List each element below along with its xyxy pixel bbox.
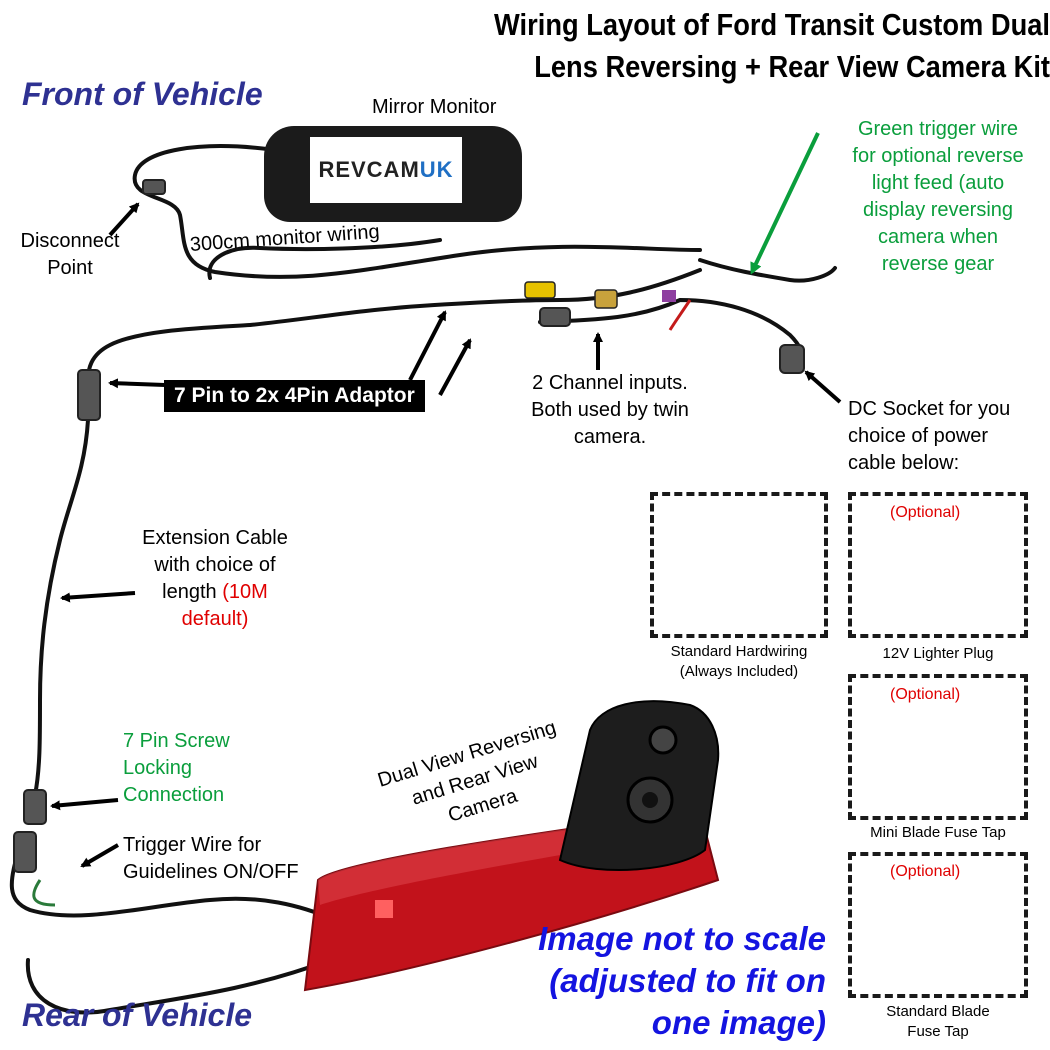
green-trigger-line-5: camera when	[877, 226, 999, 248]
hardwiring-caption-1: Standard Hardwiring	[670, 643, 808, 660]
hardwiring-caption-2: (Always Included)	[679, 663, 799, 680]
channel-inputs-line-1: 2 Channel inputs.	[532, 372, 688, 394]
inline-connector	[539, 307, 571, 327]
dc-socket	[779, 344, 805, 374]
green-trigger-label: Green trigger wire for optional reverse …	[818, 116, 1050, 278]
disconnect-point-label: Disconnect Point	[6, 228, 134, 282]
option-caption-standard-blade: Standard Blade Fuse Tap	[848, 1002, 1028, 1042]
trigger-guidelines-label: Trigger Wire for Guidelines ON/OFF	[123, 832, 299, 886]
option-box-hardwiring	[650, 492, 828, 638]
trigger-guidelines-line-1: Trigger Wire for	[123, 834, 262, 856]
rear-loop	[25, 958, 332, 1015]
disconnect-line-1: Disconnect	[20, 230, 120, 252]
scale-note-line-3: one image)	[651, 1004, 826, 1041]
title-line-1: Wiring Layout of Ford Transit Custom Dua…	[494, 7, 1050, 42]
rca-gold	[594, 289, 618, 309]
monitor-screen: REVCAMUK	[310, 137, 462, 203]
extension-line-3: length (10M	[110, 579, 320, 606]
diagram-title: Wiring Layout of Ford Transit Custom Dua…	[390, 4, 1050, 88]
channel-inputs-label: 2 Channel inputs. Both used by twin came…	[505, 370, 715, 451]
scale-note-line-1: Image not to scale	[538, 920, 826, 957]
dc-socket-line-3: cable below:	[848, 452, 960, 474]
green-trigger-line-2: for optional reverse	[852, 145, 1024, 167]
rear-of-vehicle-label: Rear of Vehicle	[22, 997, 253, 1033]
standard-blade-caption-2: Fuse Tap	[907, 1023, 969, 1040]
extension-default-1: (10M	[222, 581, 268, 603]
standard-blade-caption-1: Standard Blade	[886, 1003, 990, 1020]
screw-lock-label: 7 Pin Screw Locking Connection	[123, 728, 230, 809]
disconnect-line-2: Point	[47, 257, 93, 279]
extension-length-text: length	[162, 581, 217, 603]
rca-yellow	[524, 281, 556, 299]
adaptor-label: 7 Pin to 2x 4Pin Adaptor	[164, 380, 425, 412]
front-of-vehicle-label: Front of Vehicle	[22, 76, 263, 112]
channel-cable	[538, 297, 804, 364]
dc-socket-line-2: choice of power	[848, 425, 989, 447]
monitor-logo: REVCAMUK	[318, 157, 454, 182]
extension-line-2: with choice of	[154, 554, 276, 576]
option-box-mini-blade	[848, 674, 1028, 820]
option-caption-lighter: 12V Lighter Plug	[848, 644, 1028, 664]
screw-lock-connector-top	[23, 789, 47, 825]
channel-inputs-line-2: Both used by twin	[531, 399, 689, 421]
purple-connector	[662, 290, 676, 302]
main-trunk	[248, 268, 702, 327]
extension-cable-label: Extension Cable with choice of length (1…	[110, 525, 320, 633]
option-caption-mini-blade: Mini Blade Fuse Tap	[848, 823, 1028, 843]
green-trigger-line-6: reverse gear	[881, 253, 995, 275]
green-trigger-line-1: Green trigger wire	[857, 118, 1019, 140]
green-trigger-line-4: display reversing	[862, 199, 1014, 221]
screw-lock-line-1: 7 Pin Screw	[123, 730, 230, 752]
screw-lock-connector-bottom	[13, 831, 37, 873]
optional-label-standard-blade: (Optional)	[890, 863, 961, 880]
dc-socket-label: DC Socket for you choice of power cable …	[848, 396, 1048, 477]
option-box-standard-blade	[848, 852, 1028, 998]
adaptor-connector	[77, 369, 101, 421]
optional-label-lighter: (Optional)	[890, 504, 961, 521]
dc-socket-line-1: DC Socket for you	[848, 398, 1011, 420]
optional-label-mini-blade: (Optional)	[890, 686, 961, 703]
camera-cable	[9, 843, 337, 922]
trigger-cable	[698, 258, 837, 283]
disconnect-connector	[142, 179, 166, 195]
extension-default-2: default)	[181, 608, 249, 630]
screw-lock-line-3: Connection	[123, 784, 225, 806]
option-caption-hardwiring: Standard Hardwiring (Always Included)	[640, 642, 838, 682]
extension-cable	[33, 418, 90, 797]
scale-note: Image not to scale (adjusted to fit on o…	[470, 918, 826, 1044]
option-box-lighter-plug	[848, 492, 1028, 638]
trigger-guidelines-line-2: Guidelines ON/OFF	[123, 861, 299, 883]
lighter-caption-1: 12V Lighter Plug	[882, 645, 994, 662]
green-trigger-line-3: light feed (auto	[871, 172, 1005, 194]
screw-lock-line-2: Locking	[123, 757, 192, 779]
upper-lens	[648, 725, 678, 755]
title-line-2: Lens Reversing + Rear View Camera Kit	[534, 49, 1050, 84]
channel-inputs-line-3: camera.	[573, 426, 647, 448]
extension-line-1: Extension Cable	[142, 527, 288, 549]
mini-blade-caption-1: Mini Blade Fuse Tap	[870, 824, 1006, 841]
camera-unit	[303, 700, 720, 992]
scale-note-line-2: (adjusted to fit on	[549, 962, 826, 999]
adaptor-cable	[86, 323, 252, 382]
mirror-monitor-label: Mirror Monitor	[372, 96, 497, 118]
monitor-cable-2	[207, 238, 442, 280]
